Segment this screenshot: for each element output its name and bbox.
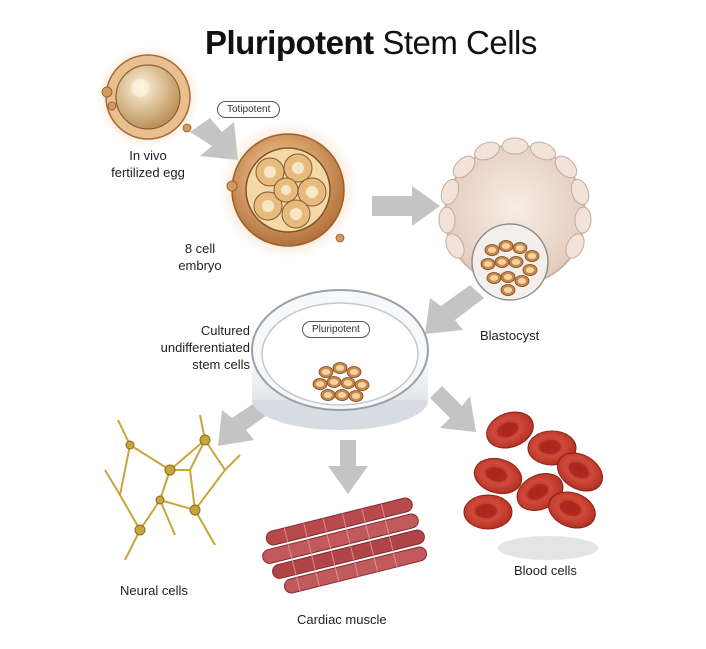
page-title: Pluripotent Stem Cells xyxy=(205,24,537,62)
label-embryo: 8 cell embryo xyxy=(160,240,240,274)
arrow-embryo-to-blastocyst xyxy=(372,186,440,226)
blastocyst-illustration xyxy=(438,137,592,301)
label-embryo-line1: 8 cell xyxy=(184,241,216,256)
arrow-blastocyst-to-dish xyxy=(425,285,484,334)
title-regular: Stem Cells xyxy=(382,24,537,61)
neural-cells-illustration xyxy=(104,414,241,561)
label-fertilized-egg: In vivo fertilized egg xyxy=(98,147,198,181)
label-fertilized-egg-line2: fertilized egg xyxy=(111,165,185,180)
label-cardiac-muscle: Cardiac muscle xyxy=(297,612,387,627)
label-cultured-line2: undifferentiated xyxy=(160,340,250,355)
label-blood-cells: Blood cells xyxy=(514,563,577,578)
label-cultured-line3: stem cells xyxy=(192,357,250,372)
label-fertilized-egg-line1: In vivo xyxy=(129,148,167,163)
embryo-8-cell-illustration xyxy=(218,120,358,260)
label-blastocyst: Blastocyst xyxy=(480,328,540,343)
fertilized-egg-illustration xyxy=(96,45,200,149)
blood-cells-illustration xyxy=(463,405,610,560)
label-embryo-line2: embryo xyxy=(178,258,222,273)
arrow-egg-to-embryo xyxy=(190,118,238,160)
badge-totipotent: Totipotent xyxy=(217,101,281,118)
petri-dish-illustration xyxy=(251,289,429,430)
arrow-dish-to-cardiac xyxy=(328,440,368,494)
cardiac-muscle-illustration xyxy=(262,497,428,594)
badge-pluripotent: Pluripotent xyxy=(302,321,370,338)
arrow-dish-to-blood xyxy=(430,386,476,432)
label-cultured-stem-cells: Cultured undifferentiated stem cells xyxy=(120,322,250,373)
label-neural-cells: Neural cells xyxy=(120,583,188,598)
title-bold: Pluripotent xyxy=(205,24,374,61)
label-cultured-line1: Cultured xyxy=(200,323,250,338)
